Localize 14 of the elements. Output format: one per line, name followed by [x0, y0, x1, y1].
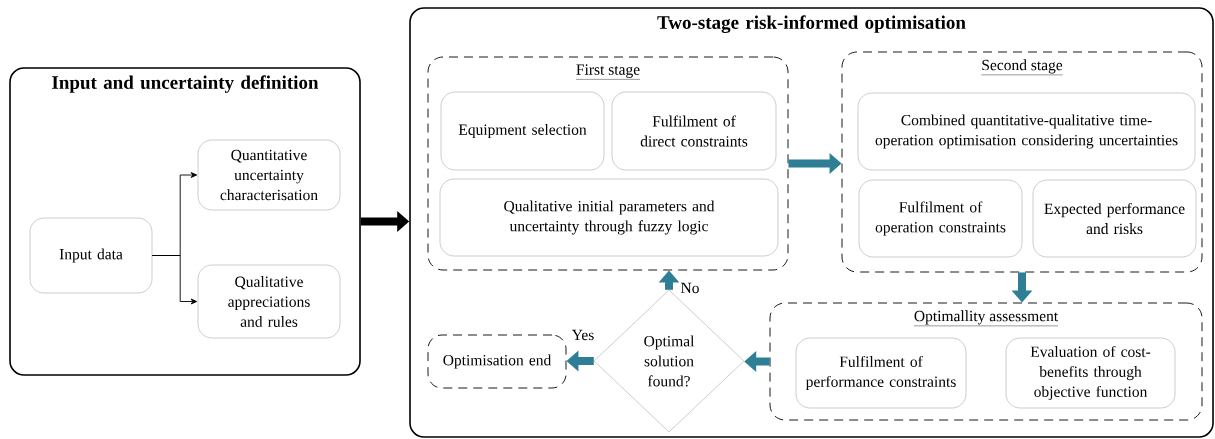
process-box: Fulfilment of operation constraints [858, 179, 1023, 258]
process-box: Combined quantitative-qualitative time-operation optimisation considering uncertainties [857, 92, 1196, 171]
process-box: Quantitative uncertainty characterisation [197, 139, 341, 211]
process-box: Fulfilment of performance constraints [795, 337, 967, 409]
arrow [151, 255, 198, 305]
process-box: Evaluation of cost-benefits through objective function [1005, 337, 1176, 409]
edge-label: Yes [570, 328, 596, 342]
process-box: Qualitative initial parameters and uncertainty through fuzzy logic [439, 178, 779, 257]
process-box: Qualitative appreciations and rules [197, 264, 341, 339]
process-box: Expected performance and risks [1032, 179, 1197, 258]
process-box: Input data [29, 217, 153, 294]
terminal-box: Optimisation end [427, 334, 567, 389]
process-box: Equipment selection [440, 91, 605, 171]
process-box: Fulfilment of direct constraints [611, 91, 777, 171]
